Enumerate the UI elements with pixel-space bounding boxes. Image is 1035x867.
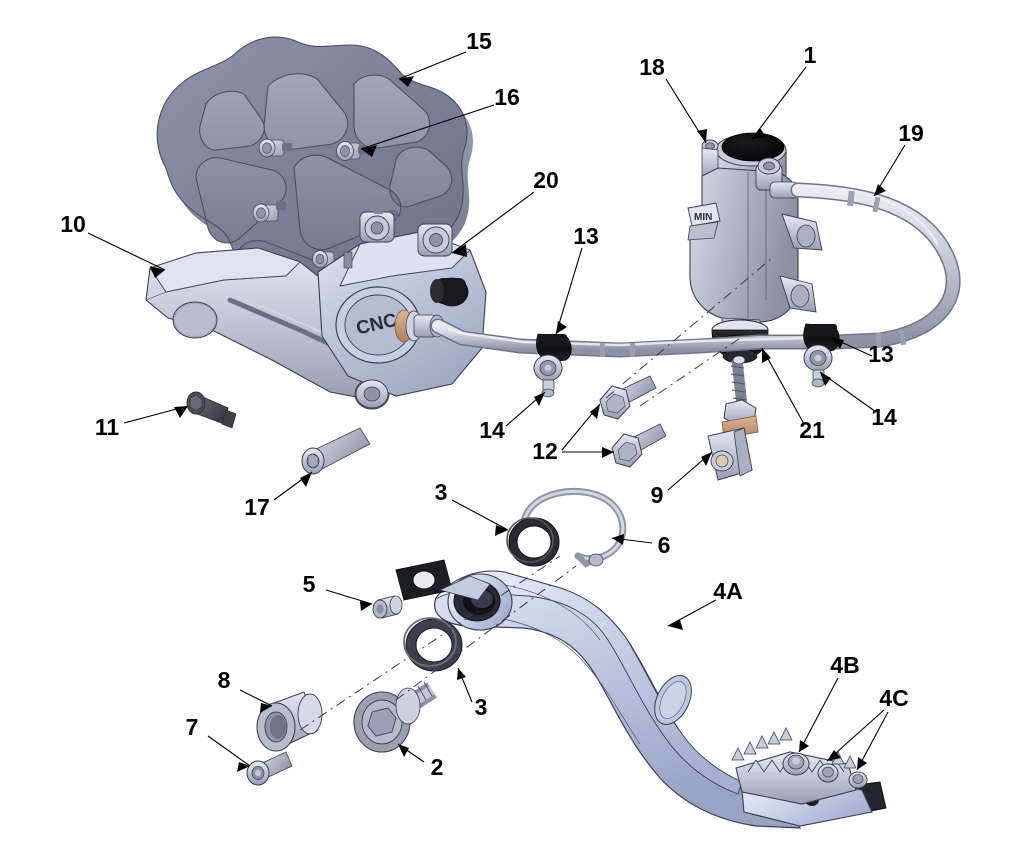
callout-10: 10 — [60, 211, 86, 237]
callout-6: 6 — [658, 532, 671, 558]
mounting-ear — [779, 275, 817, 313]
leader-lines — [87, 51, 906, 772]
spacer-collar — [372, 595, 403, 619]
master-cylinder: MIN — [687, 132, 823, 333]
callout-11: 11 — [95, 414, 120, 440]
banjo-washer-left — [541, 379, 555, 398]
callout-4B: 4B — [830, 652, 859, 678]
caliper-mount-bolt — [301, 427, 371, 475]
rotor-bolt — [258, 138, 292, 158]
caliper-lug — [417, 223, 453, 257]
footpeg-screw — [817, 763, 839, 783]
callout-15: 15 — [466, 28, 492, 54]
callout-4A: 4A — [713, 578, 742, 604]
caliper-lower-lug — [355, 379, 389, 409]
footpeg-tip-bolt — [782, 752, 810, 776]
callout-12: 12 — [532, 438, 558, 464]
brake-light-switch — [707, 355, 759, 481]
banjo-clamp-left — [533, 333, 572, 398]
footpeg-spikes — [731, 727, 793, 761]
min-label-text: MIN — [694, 212, 712, 223]
callout-16: 16 — [494, 84, 520, 110]
oil-seal-upper — [506, 517, 560, 567]
flange-bolt-lower — [611, 423, 667, 468]
callout-5: 5 — [303, 571, 316, 597]
assembly-axis-lines — [299, 257, 773, 731]
reservoir-cap-screw — [701, 139, 719, 181]
footpeg-screw — [848, 771, 868, 789]
flange-bolt-upper — [599, 375, 657, 420]
callout-3-upper: 3 — [435, 479, 448, 505]
banjo-clamp-right — [803, 323, 840, 388]
callout-13-lower: 13 — [868, 341, 894, 367]
banjo-washer-right — [811, 369, 825, 388]
min-level-indicator: MIN — [687, 202, 721, 241]
bleeder-cap — [430, 277, 469, 307]
rotor-bolt — [312, 250, 335, 268]
callout-20: 20 — [533, 167, 559, 193]
callout-21: 21 — [799, 417, 825, 443]
bracket-bolt — [186, 391, 237, 429]
mounting-ear — [781, 213, 823, 251]
rotor-bolt — [252, 201, 286, 223]
master-cylinder-outlet — [755, 157, 799, 199]
footpeg-assembly — [731, 727, 887, 827]
callout-7: 7 — [186, 714, 199, 740]
callout-3-lower: 3 — [475, 694, 488, 720]
caliper-assembly: CNC — [317, 196, 487, 409]
pedal-clevis-tab — [395, 559, 453, 601]
callout-19: 19 — [898, 120, 924, 146]
pivot-bolt-small — [246, 751, 293, 786]
callout-13-upper: 13 — [573, 223, 599, 249]
callout-8: 8 — [218, 667, 231, 693]
rotor-bolt — [336, 141, 368, 161]
pivot-bush — [256, 691, 323, 752]
callout-14-left: 14 — [479, 417, 505, 443]
callout-labels: 15 16 20 10 11 17 18 1 19 13 13 14 14 12… — [60, 28, 924, 780]
callout-14-right: 14 — [871, 404, 897, 430]
master-cylinder-cap — [721, 132, 785, 162]
caliper-lug — [359, 196, 395, 243]
brake-pedal — [395, 559, 801, 829]
callout-18: 18 — [639, 54, 665, 80]
oil-seal-lower — [403, 617, 463, 672]
brake-line-lower — [430, 318, 820, 358]
callout-2: 2 — [431, 754, 444, 780]
brake-hose — [790, 182, 961, 350]
callout-4C: 4C — [879, 685, 908, 711]
callout-9: 9 — [651, 482, 664, 508]
callout-1: 1 — [804, 42, 817, 68]
callout-17: 17 — [244, 494, 270, 520]
pedal-pivot-bolt — [353, 681, 437, 753]
